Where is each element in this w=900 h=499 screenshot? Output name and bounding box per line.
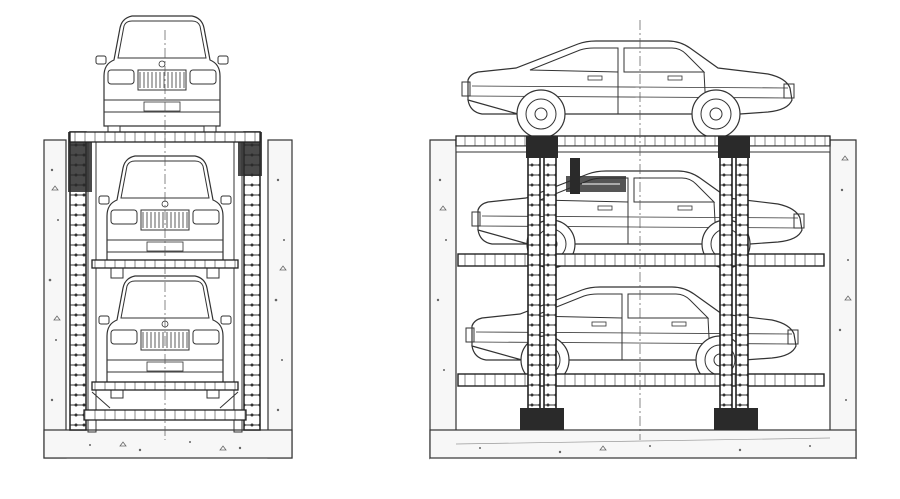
front-view (43, 15, 293, 459)
side-view (429, 20, 857, 460)
side-car-top (461, 40, 795, 139)
drive-motor (566, 158, 626, 194)
side-roof-deck (455, 135, 831, 147)
front-car-top (95, 15, 229, 139)
side-platform-bottom (457, 373, 825, 387)
side-platform-middle (457, 253, 825, 267)
side-pit-walls (429, 139, 857, 460)
side-columns (520, 136, 758, 430)
